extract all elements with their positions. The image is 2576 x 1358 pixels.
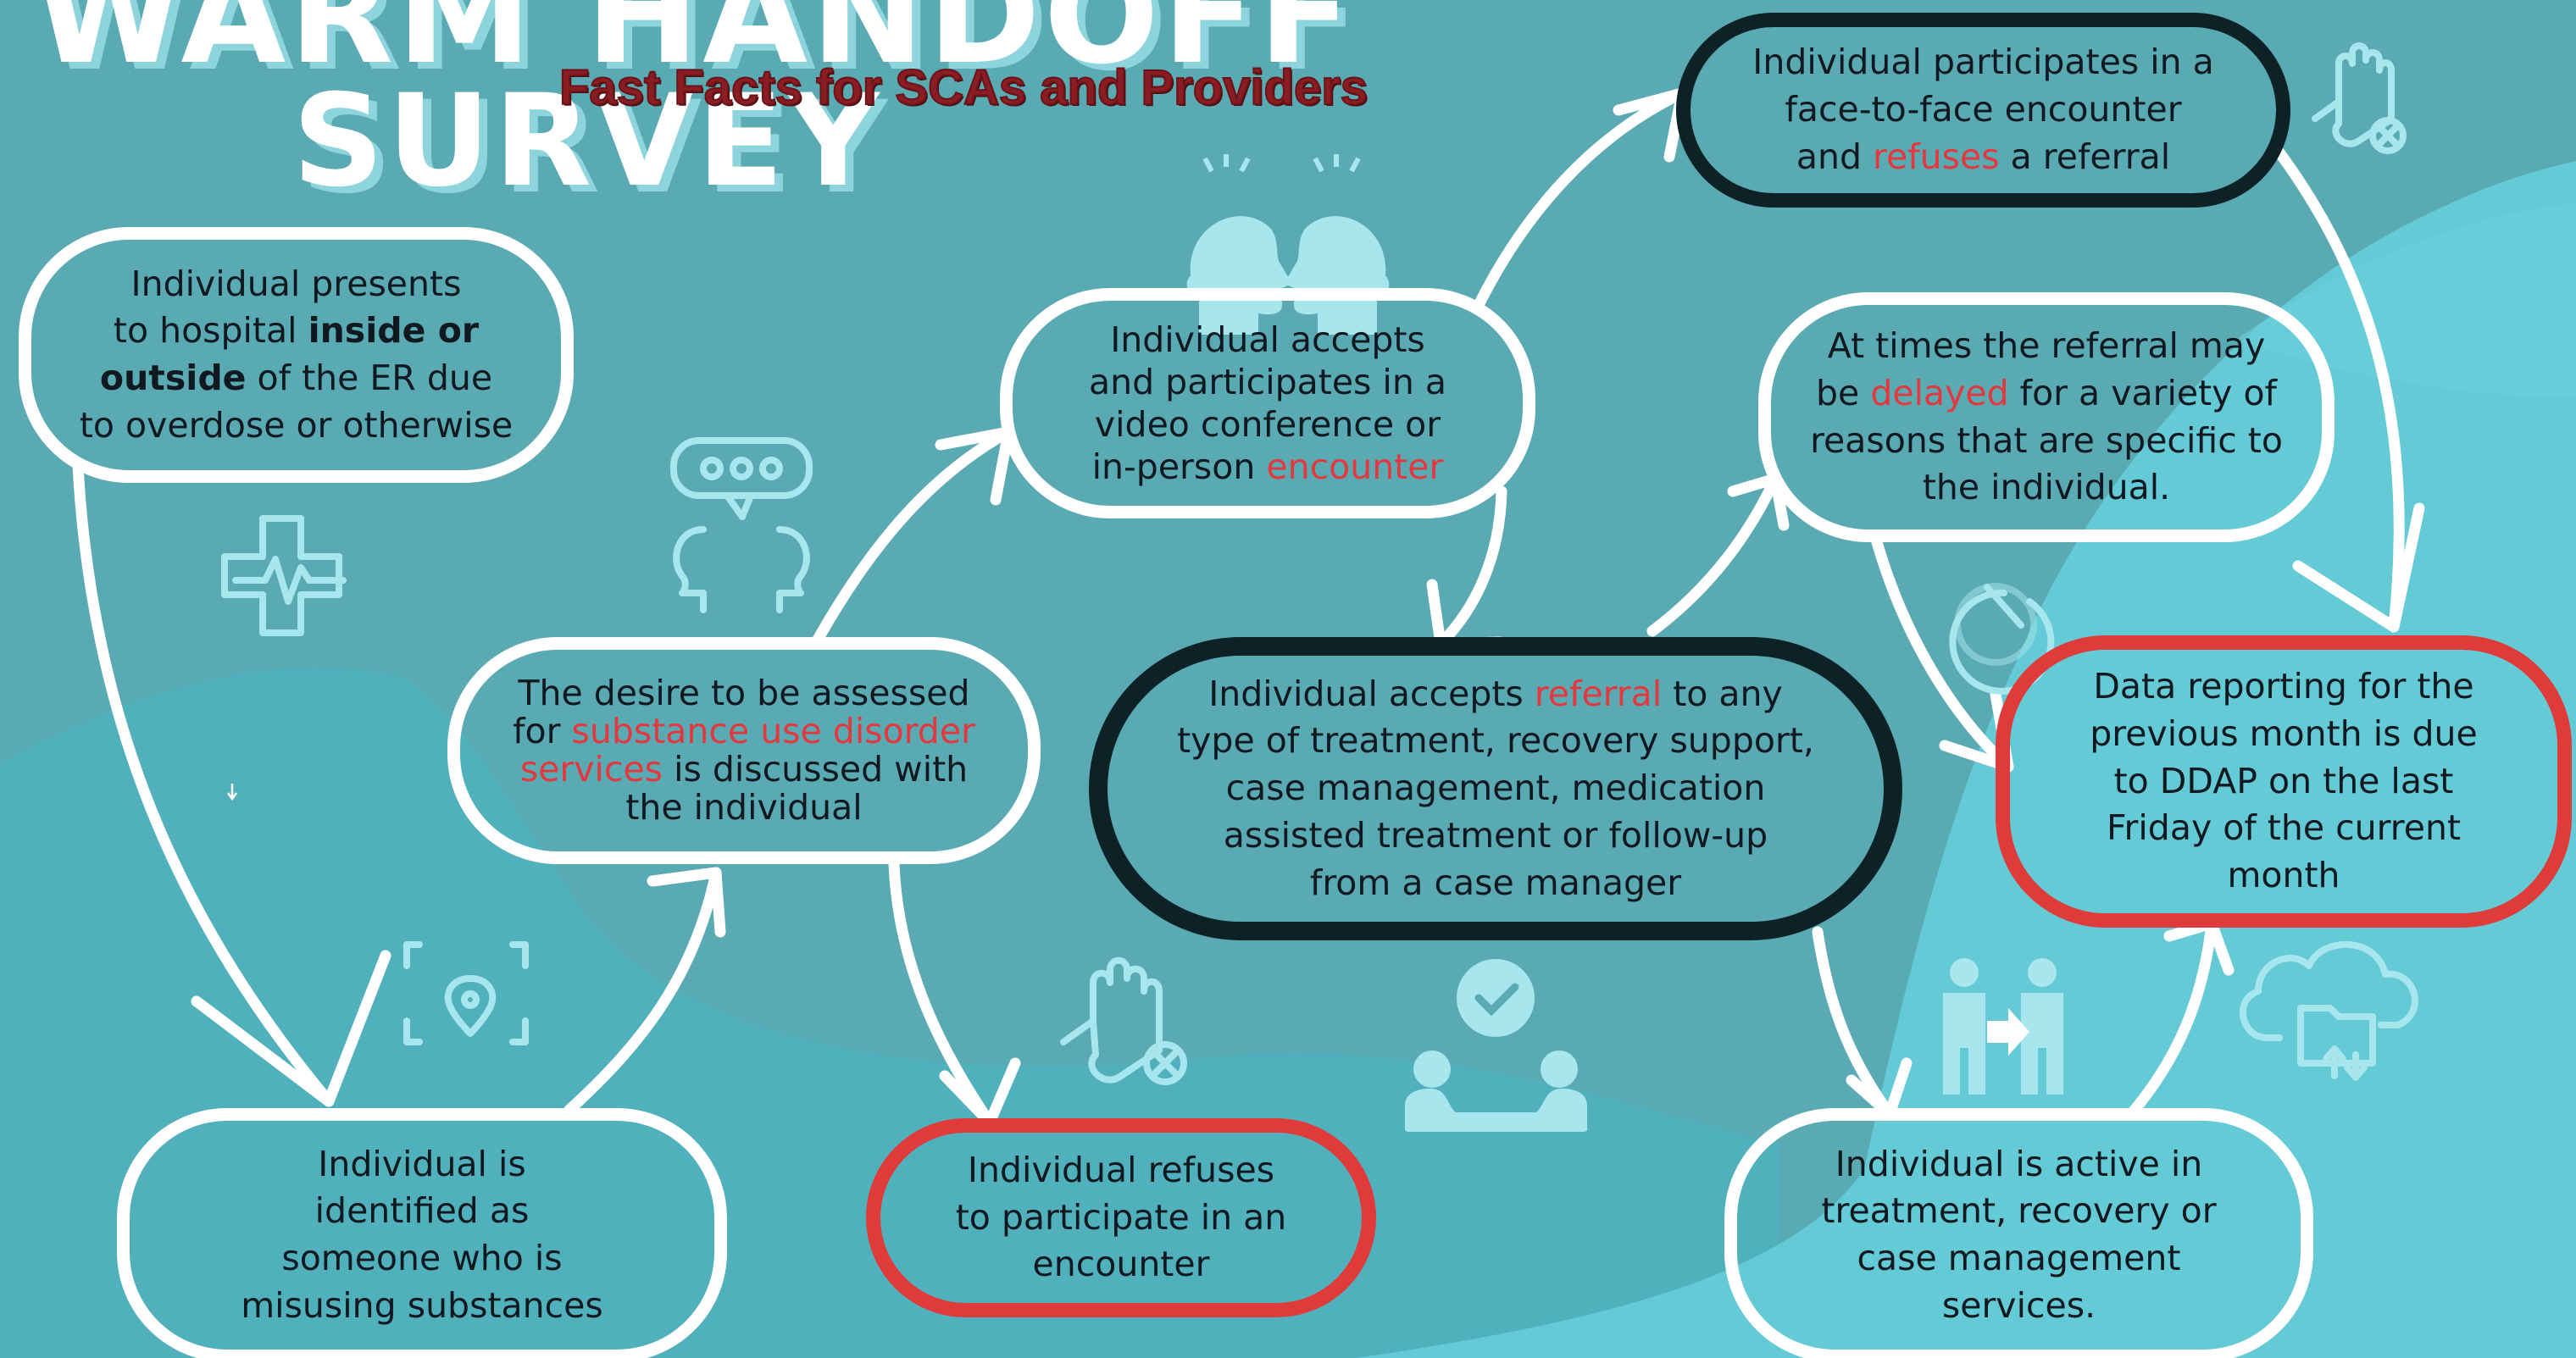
node-active-in-treatment: Individual is active in treatment, recov… <box>1724 1108 2313 1358</box>
node-desire-to-be-assessed: The desire to be assessed for substance … <box>447 637 1041 864</box>
medical-cross-heartbeat-icon <box>221 515 347 636</box>
hand-refuse-icon <box>1060 956 1187 1085</box>
node-individual-identified: Individual is identified as someone who … <box>117 1108 727 1358</box>
node-data-reporting: Data reporting for the previous month is… <box>1996 635 2572 928</box>
node-accepts-referral: Individual accepts referral to any type … <box>1089 637 1902 940</box>
cloud-folder-icon <box>2240 940 2418 1081</box>
node-referral-delayed: At times the referral may be delayed for… <box>1758 292 2334 542</box>
chat-people-icon <box>670 437 813 613</box>
gauge-timer-icon <box>1949 583 2055 695</box>
main-title-line1: WARM HANDOFF <box>34 0 1355 94</box>
node-accepts-and-participates: Individual accepts and participates in a… <box>1000 288 1535 518</box>
hand-refuse-icon-top <box>2312 42 2407 154</box>
two-heads-talking-icon <box>1186 154 1390 335</box>
location-target-icon <box>403 941 529 1045</box>
node-refuses-to-participate: Individual refuses to participate in an … <box>866 1118 1376 1317</box>
node-face-to-face-refuses-referral: Individual participates in a face-to-fac… <box>1676 13 2290 208</box>
handoff-people-icon <box>1943 958 2063 1095</box>
checkmark-meeting-icon <box>1405 959 1587 1132</box>
main-title-line2: SURVEY <box>292 68 883 215</box>
cursor-icon <box>227 784 237 801</box>
subtitle: Fast Facts for SCAs and Providers <box>558 59 1368 116</box>
node-presents-to-hospital: Individual presents to hospital inside o… <box>19 227 574 483</box>
